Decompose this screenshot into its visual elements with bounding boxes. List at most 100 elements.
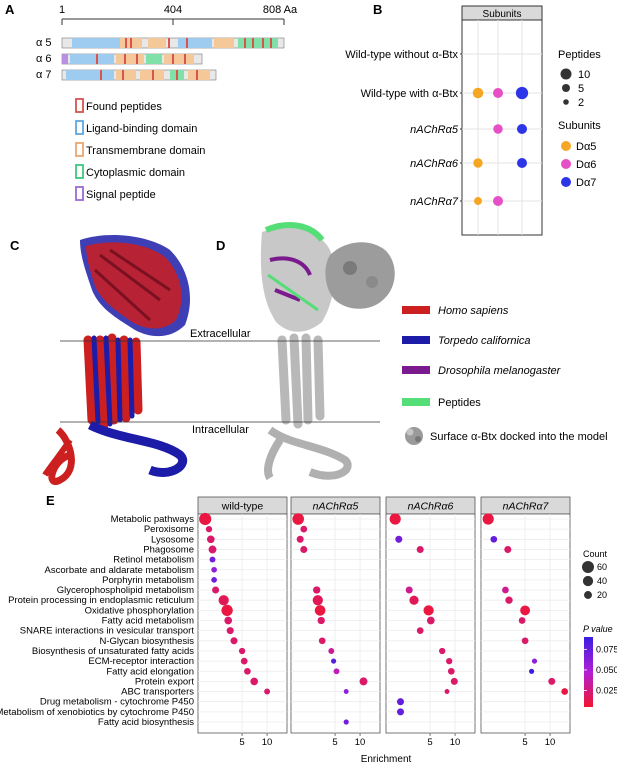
enrichment-point <box>333 668 340 675</box>
x-tick-label: 5 <box>522 737 527 748</box>
enrichment-point <box>396 698 405 706</box>
legend-label: Ligand-binding domain <box>86 123 197 135</box>
panel-e: E Metabolic pathwaysPeroxisomeLysosomePh… <box>0 493 617 765</box>
legend-found-peptides: Found peptides <box>75 98 162 113</box>
pathway-label: Ascorbate and aldarate metabolism <box>45 565 195 576</box>
pathway-label: Fatty acid elongation <box>106 666 194 677</box>
legend-label: Signal peptide <box>86 189 156 201</box>
pathway-label: Protein processing in endoplasmic reticu… <box>8 595 194 606</box>
legend-homo-sapiens: Homo sapiens <box>438 305 509 317</box>
legend-peptides: Peptides <box>438 397 481 409</box>
pathway-label: Peroxisome <box>144 524 194 535</box>
pathway-label: Biosynthesis of unsaturated fatty acids <box>32 646 194 657</box>
legend-transmembrane: Transmembrane domain <box>75 142 205 157</box>
enrichment-point <box>218 595 229 606</box>
peptide-point <box>493 196 503 206</box>
structure-legend: Homo sapiens Torpedo californica Drosoph… <box>402 305 608 445</box>
enrichment-point <box>300 545 308 554</box>
peptide-point <box>473 158 483 168</box>
panel-label-d: D <box>216 238 225 253</box>
legend-label: Cytoplasmic domain <box>86 167 185 179</box>
subunit-legend-dot-a6 <box>561 159 571 169</box>
domain-bar-a7 <box>61 69 217 81</box>
peptides-legend-5: 5 <box>578 83 584 95</box>
enrichment-point <box>199 512 212 526</box>
enrichment-point <box>211 566 217 573</box>
pathway-label: Metabolic pathways <box>111 514 195 525</box>
pvalue-tick-label: 0.075 <box>596 644 617 654</box>
enrichment-point <box>396 708 405 716</box>
panel-a: A 1 404 808 Aa α 5 α 6 α 7 <box>5 2 298 201</box>
row-label-a7: α 7 <box>36 69 52 81</box>
pathway-label: Lysosome <box>151 534 194 545</box>
enrichment-point <box>343 719 349 725</box>
pvalue-tick-label: 0.025 <box>596 686 617 696</box>
enrichment-point <box>328 648 335 654</box>
pathway-label: ABC transporters <box>121 687 194 698</box>
enrichment-point <box>531 658 538 664</box>
row-label: Wild-type with α-Btx <box>361 88 459 100</box>
peptides-legend-title: Peptides <box>558 49 601 61</box>
btx-surface-icon <box>405 427 423 445</box>
facet-panel <box>480 513 571 734</box>
legend-btx-surface: Surface α-Btx docked into the model <box>430 431 608 443</box>
structure-model-c <box>42 235 190 485</box>
enrichment-point <box>416 545 424 554</box>
count-legend-label: 40 <box>597 576 607 586</box>
pathway-label: Retinol metabolism <box>113 555 194 566</box>
enrichment-point <box>250 677 259 686</box>
subunit-legend-a6: Dα6 <box>576 159 596 171</box>
panel-b: B Subunits Wild-type without α-BtxWild-t… <box>345 2 601 236</box>
peptide-point <box>493 88 503 98</box>
pvalue-tick-label: 0.050 <box>596 665 617 675</box>
legend-signal-peptide: Signal peptide <box>75 186 156 201</box>
enrichment-point <box>426 616 435 625</box>
legend-torpedo: Torpedo californica <box>438 335 531 347</box>
pathway-label: Fatty acid metabolism <box>102 616 194 627</box>
structure-model-d <box>260 222 395 481</box>
pathway-label: ECM-receptor interaction <box>88 656 194 667</box>
row-label-a5: α 5 <box>36 37 52 49</box>
panel-d: D <box>216 222 395 481</box>
enrichment-point <box>416 627 424 634</box>
enrichment-point <box>244 667 251 675</box>
row-label: Wild-type without α-Btx <box>345 49 458 61</box>
enrichment-point <box>439 647 446 655</box>
count-legend-label: 60 <box>597 562 607 572</box>
row-label: nAChRα7 <box>410 196 459 208</box>
subunits-legend-title: Subunits <box>558 120 601 132</box>
count-legend-dot <box>582 575 594 587</box>
enrichment-point <box>318 637 326 645</box>
enrichment-point <box>205 525 213 533</box>
pathway-label: N-Glycan biosynthesis <box>99 636 194 647</box>
enrichment-point <box>389 513 401 525</box>
enrichment-point <box>447 667 455 675</box>
panel-label-c: C <box>10 238 20 253</box>
row-label-a6: α 6 <box>36 53 52 65</box>
enrichment-point <box>504 545 512 554</box>
panel-label-b: B <box>373 2 382 17</box>
row-label: nAChRα5 <box>410 124 459 136</box>
enrichment-point <box>209 556 216 563</box>
enrichment-point <box>548 677 556 685</box>
peptide-point <box>515 86 529 100</box>
enrichment-point <box>423 605 434 616</box>
x-axis-label: Enrichment <box>361 754 412 765</box>
enrichment-point <box>264 688 271 695</box>
pathway-label: Porphyrin metabolism <box>102 575 194 586</box>
enrichment-point <box>395 535 403 543</box>
x-tick-label: 10 <box>355 737 366 748</box>
peptide-point <box>472 87 484 99</box>
peptide-point <box>493 124 503 134</box>
enrichment-point <box>446 657 453 665</box>
count-legend-label: 20 <box>597 590 607 600</box>
enrichment-point <box>482 513 494 525</box>
pvalue-colorbar <box>584 637 593 707</box>
pathway-labels: Metabolic pathwaysPeroxisomeLysosomePhag… <box>0 514 194 728</box>
peptides-legend-2: 2 <box>578 97 584 109</box>
scale-label-808: 808 Aa <box>263 4 298 16</box>
